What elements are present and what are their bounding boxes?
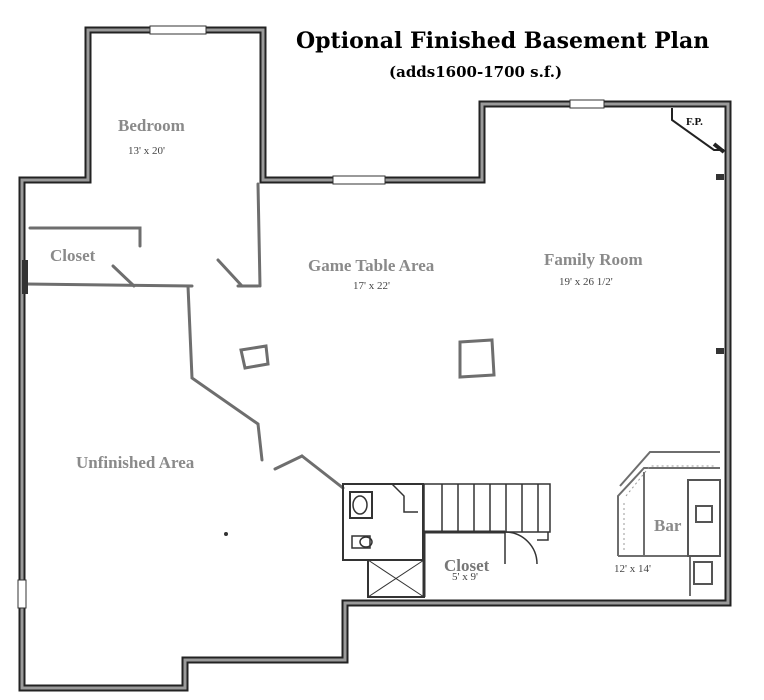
windows (17, 25, 605, 609)
closet-door (504, 531, 549, 565)
interior-walls (24, 182, 496, 490)
family-room-size: 19' x 26 1/2' (559, 276, 613, 288)
bar-size: 12' x 14' (614, 563, 651, 575)
plan-marks (22, 174, 724, 536)
family-room-label: Family Room (544, 250, 643, 269)
bedroom-label: Bedroom (118, 116, 185, 135)
plan-title: Optional Finished Basement Plan (296, 28, 710, 54)
game-table-label: Game Table Area (308, 256, 435, 275)
bar-counter (617, 451, 721, 596)
closet-bottom-size: 5' x 9' (452, 571, 478, 583)
stairs (422, 483, 551, 597)
unfinished-area-label: Unfinished Area (76, 453, 195, 472)
bathroom-block (342, 483, 425, 598)
bedroom-size: 13' x 20' (128, 145, 165, 157)
closet-left-label: Closet (50, 246, 96, 265)
fireplace (671, 108, 726, 154)
bar-label: Bar (654, 516, 682, 535)
closet-bottom-label: Closet (444, 556, 490, 575)
bar-counter-dots (623, 465, 716, 550)
game-table-size: 17' x 22' (353, 280, 390, 292)
fireplace-label: F.P. (686, 116, 703, 128)
exterior-wall-fill (20, 28, 730, 690)
plan-subtitle: (adds1600-1700 s.f.) (389, 63, 563, 81)
